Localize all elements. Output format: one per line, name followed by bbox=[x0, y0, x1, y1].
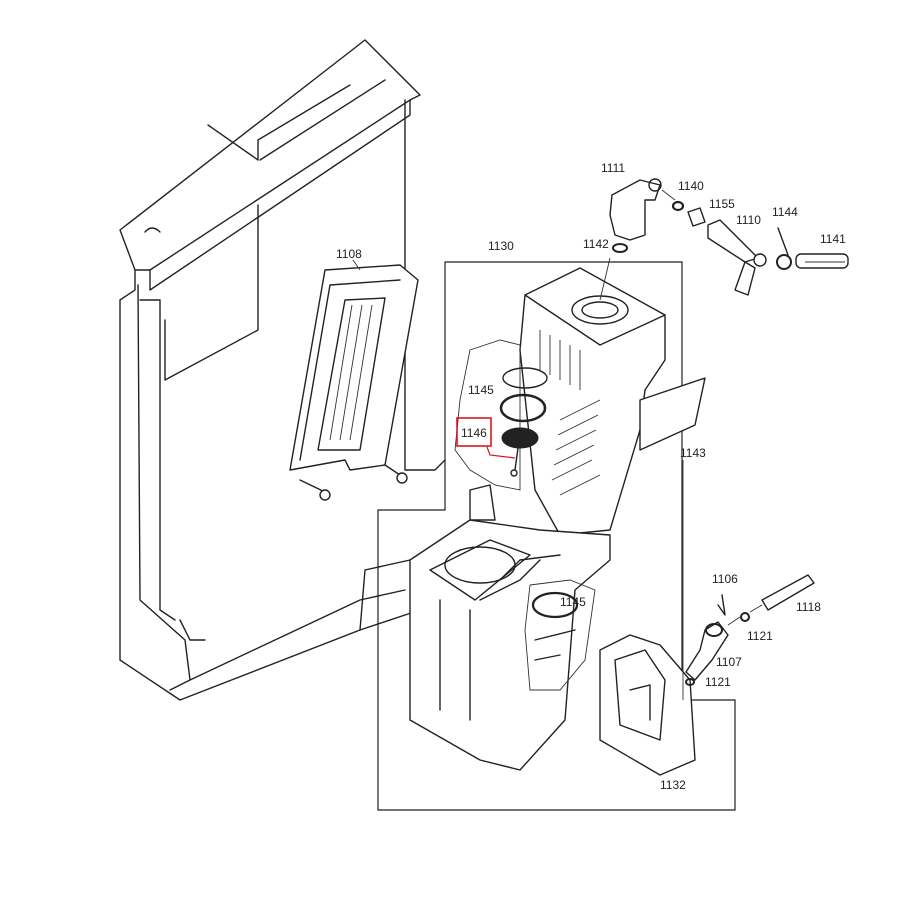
label-1108: 1108 bbox=[336, 247, 362, 261]
part-1121-oring-a bbox=[740, 612, 750, 622]
part-1155-sleeve bbox=[687, 207, 706, 227]
label-1132: 1132 bbox=[660, 778, 686, 792]
leader-lines bbox=[352, 257, 763, 700]
part-1130-upper-unit bbox=[469, 267, 706, 536]
label-1107: 1107 bbox=[716, 655, 742, 669]
label-1110: 1110 bbox=[736, 213, 761, 227]
label-1142: 1142 bbox=[583, 237, 609, 251]
label-1121-upper: 1121 bbox=[747, 629, 773, 643]
part-1144-clip bbox=[776, 227, 792, 270]
part-lower-brew-chamber bbox=[409, 519, 611, 771]
part-1121-oring-b bbox=[685, 678, 695, 686]
label-1143: 1143 bbox=[680, 446, 706, 460]
part-1107-elbow bbox=[685, 621, 729, 681]
label-1145-upper: 1145 bbox=[468, 383, 494, 397]
part-1141-spring bbox=[795, 253, 849, 269]
part-1132-bracket bbox=[599, 634, 696, 776]
part-1110-piston bbox=[707, 219, 767, 296]
label-1121-lower: 1121 bbox=[705, 675, 731, 689]
label-1130: 1130 bbox=[488, 239, 514, 253]
part-1106-pin bbox=[717, 594, 726, 616]
label-1111: 1111 bbox=[601, 161, 625, 175]
label-1155: 1155 bbox=[709, 197, 735, 211]
part-1140-oring bbox=[671, 200, 685, 212]
highlight-box-1146[interactable] bbox=[456, 417, 492, 447]
label-1145-lower: 1145 bbox=[560, 595, 586, 609]
part-1111-valve bbox=[609, 178, 676, 241]
part-1145-upper-detail bbox=[454, 339, 548, 491]
part-1142-oring bbox=[612, 243, 628, 253]
label-1118: 1118 bbox=[796, 600, 821, 614]
machine-housing bbox=[119, 39, 446, 701]
label-1141: 1141 bbox=[820, 232, 846, 246]
label-1144: 1144 bbox=[772, 205, 798, 219]
label-1106: 1106 bbox=[712, 572, 738, 586]
label-1146[interactable]: 1146 bbox=[461, 426, 487, 440]
part-1118-tube bbox=[761, 574, 815, 611]
part-1145-lower-detail bbox=[524, 579, 596, 691]
part-1108-frame bbox=[289, 264, 419, 501]
label-1140: 1140 bbox=[678, 179, 704, 193]
